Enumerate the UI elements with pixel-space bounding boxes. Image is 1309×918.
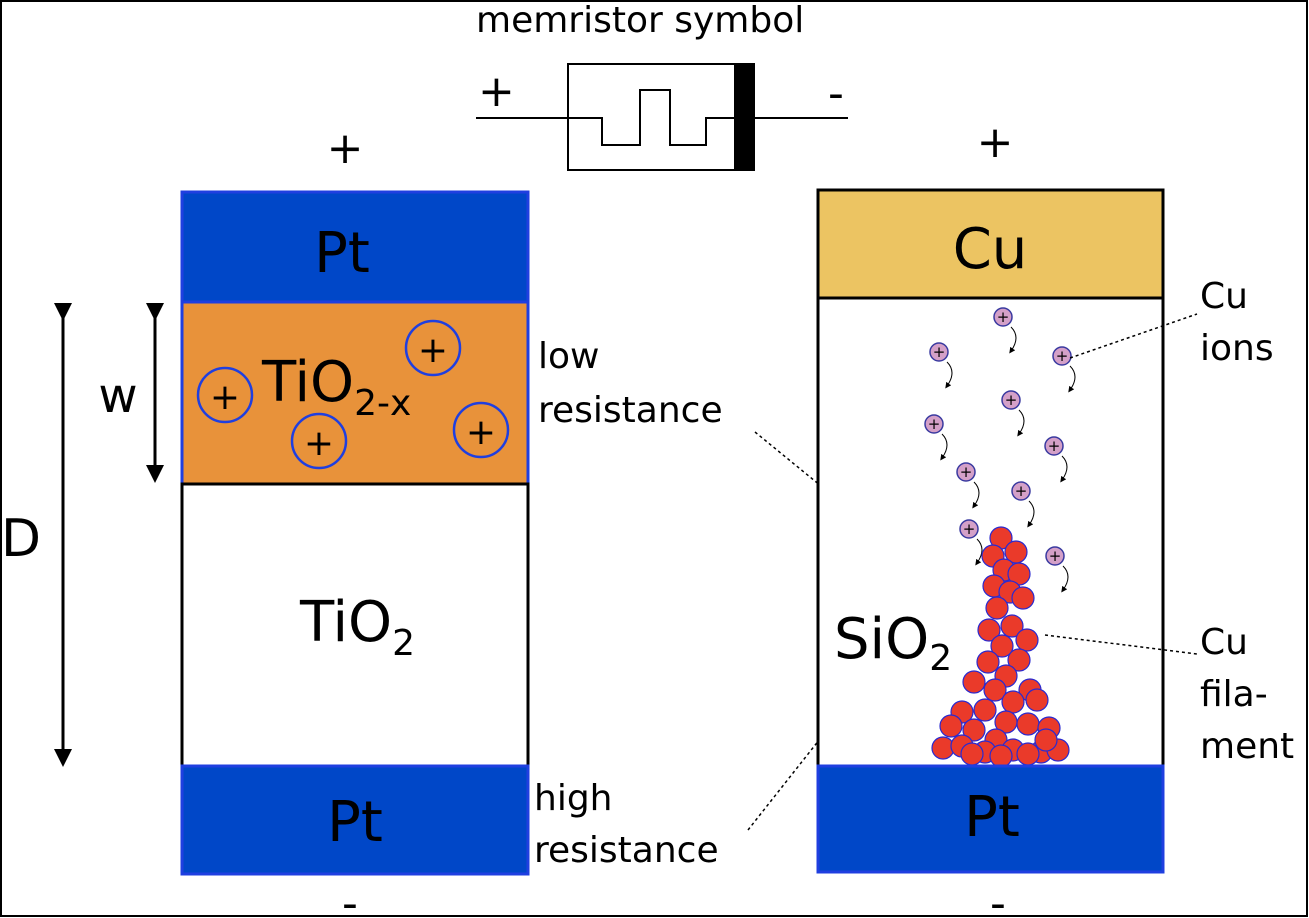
left-bottom-electrode [180, 764, 530, 876]
cu-atom [1001, 690, 1025, 714]
right-top-electrode [816, 188, 1165, 300]
vacancy-ion: + [404, 319, 462, 377]
cu-ion: + [1044, 436, 1068, 483]
cu-atom [1015, 628, 1039, 652]
svg-text:+: + [1056, 347, 1069, 365]
cu-atom [962, 718, 986, 742]
symbol-minus-sign: - [828, 68, 844, 119]
cu-filament-label: Cu fila- ment [1200, 622, 1294, 767]
undoped-layer-label: TiO2 [299, 590, 415, 664]
cu-ion: + [993, 307, 1017, 354]
width-label: w [98, 368, 137, 424]
svg-text:+: + [933, 343, 946, 361]
svg-text:+: + [963, 520, 976, 538]
high-resistance-leader [747, 667, 877, 831]
cu-atom [1016, 742, 1040, 766]
cu-atom [1000, 614, 1024, 638]
cu-atom [985, 596, 1009, 620]
cu-ions: + + + + + + + + + + [924, 307, 1076, 593]
vacancy-ion: + [290, 412, 348, 470]
cu-atom [1025, 688, 1049, 712]
low-resistance-label: low resistance [538, 336, 723, 431]
insulator-label: SiO2 [834, 607, 952, 679]
left-top-electrode-label: Pt [314, 221, 370, 286]
cu-ions-leader [1069, 313, 1198, 359]
left-bottom-sign: - [342, 878, 358, 918]
thickness-label: D [1, 509, 41, 569]
right-top-sign: + [977, 117, 1014, 168]
symbol-plus-sign: + [478, 66, 515, 117]
cu-ion: + [956, 462, 980, 509]
svg-text:+: + [1048, 437, 1061, 455]
right-top-electrode-label: Cu [953, 217, 1028, 282]
cu-filament [931, 526, 1070, 768]
cu-ion: + [1011, 481, 1035, 528]
svg-text:+: + [928, 415, 941, 433]
symbol-polarity-bar [734, 64, 754, 170]
svg-text:+: + [466, 412, 496, 453]
cu-atom [1011, 586, 1035, 610]
cu-atom [1016, 712, 1040, 736]
cu-atom [960, 742, 984, 766]
sio2-memristor: + Cu SiO2 + + + + + + + + + + Pt - [816, 117, 1165, 918]
cu-atom [989, 744, 1013, 768]
svg-text:+: + [1015, 482, 1028, 500]
cu-ion: + [929, 342, 953, 389]
right-bottom-electrode [816, 764, 1165, 874]
svg-text:+: + [418, 330, 448, 371]
cu-ions-label: Cu ions [1200, 276, 1274, 369]
cu-ion: + [924, 414, 948, 461]
cu-ion: + [1052, 346, 1076, 393]
right-bottom-sign: - [990, 878, 1006, 918]
cu-ion: + [1045, 546, 1069, 593]
svg-text:+: + [997, 308, 1010, 326]
cu-atom [977, 618, 1001, 642]
cu-ion: + [1001, 390, 1025, 437]
cu-atom [1007, 648, 1031, 672]
svg-text:+: + [210, 377, 240, 418]
cu-atom [939, 714, 963, 738]
vacancy-ion: + [452, 401, 510, 459]
cu-atom [990, 634, 1014, 658]
left-top-electrode [180, 190, 530, 304]
oxygen-vacancies: + + + + [196, 319, 510, 470]
svg-text:+: + [960, 463, 973, 481]
left-bottom-electrode-label: Pt [327, 790, 383, 855]
memristor-symbol: memristor symbol + - [476, 0, 848, 171]
vacancy-ion: + [196, 366, 254, 424]
symbol-title: memristor symbol [476, 0, 804, 41]
cu-filament-leader [1044, 634, 1198, 655]
left-top-sign: + [327, 123, 364, 174]
cu-atom [983, 678, 1007, 702]
cu-atom [1034, 728, 1058, 752]
doped-layer-label: TiO2-x [261, 350, 411, 424]
right-bottom-electrode-label: Pt [964, 785, 1020, 850]
svg-text:+: + [1049, 547, 1062, 565]
cu-ion: + [959, 519, 983, 566]
symbol-zigzag [568, 89, 734, 146]
svg-text:+: + [1005, 391, 1018, 409]
cu-atom [962, 670, 986, 694]
high-resistance-label: high resistance [534, 778, 719, 871]
cu-atom [973, 698, 997, 722]
cu-atom [976, 650, 1000, 674]
tio2-memristor: + Pt TiO2-x + + + + TiO2 [1, 123, 530, 918]
svg-text:+: + [304, 423, 334, 464]
